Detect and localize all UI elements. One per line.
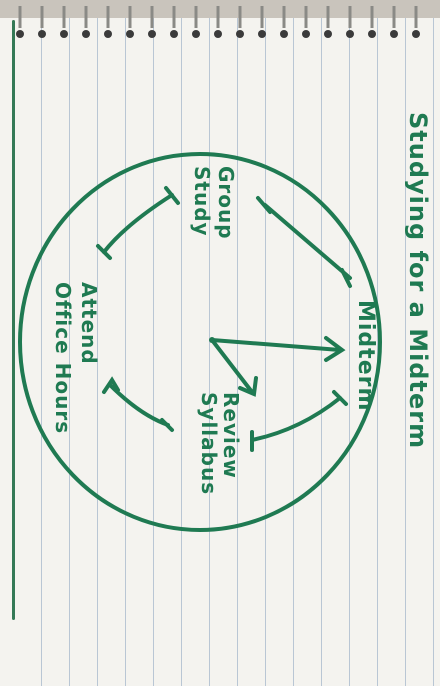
outer-circle xyxy=(18,152,382,532)
arrow-office-to-group-head xyxy=(164,186,180,205)
node-attend-office-hours: Attend Office Hours xyxy=(51,282,101,435)
arrow-midterm-to-review xyxy=(250,396,342,442)
arrow-office-to-group xyxy=(102,193,174,254)
margin-marker-line xyxy=(12,20,15,620)
diagram-title: Studying for a Midterm xyxy=(404,112,432,450)
center-arrow-head-midterm xyxy=(324,336,346,362)
center-dot xyxy=(209,337,215,343)
arrow-group-to-midterm-head xyxy=(340,268,352,288)
arrow-office-to-group-tail xyxy=(96,244,112,260)
arrow-midterm-to-review-tail xyxy=(332,390,348,406)
arrow-group-to-midterm-tail xyxy=(256,196,272,214)
node-group-study: Group Study xyxy=(190,166,238,240)
node-midterm: Midterm xyxy=(353,300,378,412)
arrow-review-to-office-tail xyxy=(160,418,174,432)
spiral-binding xyxy=(16,6,420,38)
arrow-review-to-office-head xyxy=(102,376,120,394)
node-review-syllabus: Review Syllabus xyxy=(197,392,243,496)
center-arrow xyxy=(210,338,342,394)
center-arrow-head-review xyxy=(238,376,258,397)
arrow-group-to-midterm xyxy=(263,203,352,280)
